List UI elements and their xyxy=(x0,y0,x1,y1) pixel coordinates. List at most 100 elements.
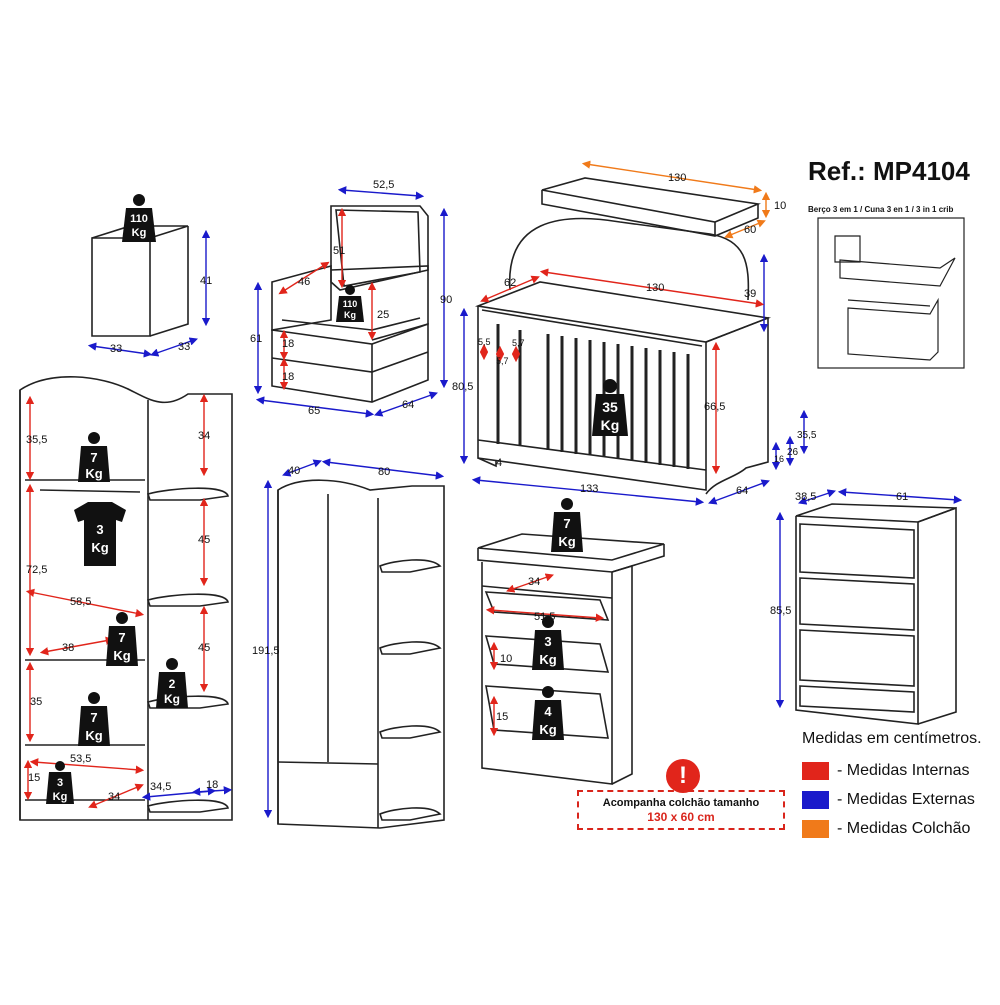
weight-tag-dresser-drawer2: 4 Kg xyxy=(532,686,564,740)
dim-nightstand-width: 33 xyxy=(110,343,122,355)
weight-tag-armchair: 110 Kg xyxy=(336,285,364,322)
weight-tag-nightstand: 110 Kg xyxy=(122,194,156,242)
dim-wardrobe-height: 191,5 xyxy=(252,645,280,657)
weight-tag-shelf-mid: 7 Kg xyxy=(106,612,138,666)
dim-shelf-35: 35 xyxy=(30,696,42,708)
svg-text:Kg: Kg xyxy=(132,227,147,239)
dim-chest-height: 85,5 xyxy=(770,605,791,617)
svg-text:Kg: Kg xyxy=(85,728,102,743)
dim-crib-bar-a: 5,5 xyxy=(478,337,491,347)
svg-text:Kg: Kg xyxy=(85,466,102,481)
svg-text:Kg: Kg xyxy=(344,310,356,320)
notice-line2: 130 x 60 cm xyxy=(647,810,715,824)
notice-line1: Acompanha colchão tamanho xyxy=(602,797,760,809)
dim-shelf-35-5: 35,5 xyxy=(26,434,47,446)
dim-dresser-34: 34 xyxy=(528,576,540,588)
svg-text:2: 2 xyxy=(169,677,176,691)
svg-text:Kg: Kg xyxy=(53,791,68,803)
svg-text:Kg: Kg xyxy=(558,534,575,549)
svg-text:7: 7 xyxy=(90,710,97,725)
dim-wardrobe-depth: 40 xyxy=(288,465,300,477)
weight-tag-dresser-drawer1: 3 Kg xyxy=(532,616,564,670)
dim-crib-leg: 4 xyxy=(496,457,502,469)
dim-chest-depth: 38,5 xyxy=(795,491,816,503)
svg-text:Kg: Kg xyxy=(539,722,556,737)
svg-text:Kg: Kg xyxy=(164,692,180,706)
dim-shelf-18: 18 xyxy=(206,779,218,791)
dim-dresser-10: 10 xyxy=(500,653,512,665)
svg-text:Kg: Kg xyxy=(539,652,556,667)
dim-crib-s3: 16 xyxy=(774,454,784,464)
chest-of-drawers-drawing xyxy=(795,503,957,725)
weight-tag-dresser-top: 7 Kg xyxy=(551,498,583,552)
dim-shelf-34b: 34 xyxy=(108,791,120,803)
svg-text:35: 35 xyxy=(602,399,618,415)
legend-item-internal: - Medidas Internas xyxy=(802,756,982,785)
nightstand-drawing xyxy=(91,225,189,337)
dim-mattress-length: 130 xyxy=(668,172,686,184)
legend: Medidas em centímetros. - Medidas Intern… xyxy=(802,730,982,843)
svg-text:7: 7 xyxy=(118,630,125,645)
dim-chair-top-width: 52,5 xyxy=(373,179,394,191)
dim-chair-height: 90 xyxy=(440,294,452,306)
weight-tags: 110 Kg 110 Kg 35 Kg 7 Kg 3 Kg xyxy=(46,194,628,804)
legend-swatch-blue xyxy=(802,790,829,809)
legend-item-external: - Medidas Externas xyxy=(802,785,982,814)
dim-crib-top: 39 xyxy=(744,288,756,300)
crib-caption: Berço 3 em 1 / Cuna 3 en 1 / 3 in 1 crib xyxy=(808,205,954,214)
svg-text:7: 7 xyxy=(90,450,97,465)
crib-conversion-inset xyxy=(817,217,965,369)
svg-text:110: 110 xyxy=(130,213,148,225)
dim-shelf-58-5: 58,5 xyxy=(70,596,91,608)
crib-drawing xyxy=(474,217,772,495)
dim-mattress-height: 10 xyxy=(774,200,786,212)
dim-shelf-34: 34 xyxy=(198,430,210,442)
mattress-notice: Acompanha colchão tamanho 130 x 60 cm xyxy=(577,790,785,830)
dim-shelf-34-5: 34,5 xyxy=(150,781,171,793)
weight-tag-shelf-low: 7 Kg xyxy=(78,692,110,746)
crib-slats xyxy=(496,324,690,469)
svg-text:Kg: Kg xyxy=(91,540,108,555)
dim-crib-bar-b: 5,7 xyxy=(496,356,509,366)
legend-label: - Medidas Colchão xyxy=(837,819,971,837)
dim-nightstand-height: 41 xyxy=(200,275,212,287)
shelf-wardrobe-drawing xyxy=(19,376,233,821)
dim-shelf-38: 38 xyxy=(62,642,74,654)
svg-text:110: 110 xyxy=(343,299,358,309)
legend-label: - Medidas Externas xyxy=(837,790,975,808)
legend-item-mattress: - Medidas Colchão xyxy=(802,814,982,843)
dim-chair-b: 18 xyxy=(282,371,294,383)
dim-shelf-45b: 45 xyxy=(198,642,210,654)
svg-text:3: 3 xyxy=(544,634,551,649)
dim-crib-s1: 35,5 xyxy=(797,430,817,441)
svg-text:Kg: Kg xyxy=(113,648,130,663)
legend-title: Medidas em centímetros. xyxy=(802,730,982,747)
exclamation-icon: ! xyxy=(666,759,700,793)
svg-text:Kg: Kg xyxy=(601,417,620,433)
dim-dresser-15: 15 xyxy=(496,711,508,723)
svg-text:7: 7 xyxy=(563,516,570,531)
dim-shelf-45a: 45 xyxy=(198,534,210,546)
weight-tag-hanger: 3 Kg xyxy=(74,502,126,566)
dim-chair-arm: 25 xyxy=(377,309,389,321)
svg-text:3: 3 xyxy=(96,522,103,537)
weight-tag-crib: 35 Kg xyxy=(592,379,628,436)
dim-crib-depth: 64 xyxy=(736,485,748,497)
svg-text:3: 3 xyxy=(57,777,63,789)
dim-crib-bar-c: 5,7 xyxy=(512,338,525,348)
dim-chair-side: 61 xyxy=(250,333,262,345)
wardrobe-drawing xyxy=(277,479,445,829)
dim-shelf-72-5: 72,5 xyxy=(26,564,47,576)
weight-tag-wardrobe-drawer: 3 Kg xyxy=(46,761,74,804)
legend-swatch-orange xyxy=(802,819,829,838)
svg-text:4: 4 xyxy=(544,704,552,719)
legend-label: - Medidas Internas xyxy=(837,761,970,779)
dim-crib-inner-width: 62 xyxy=(504,277,516,289)
dim-shelf-15: 15 xyxy=(28,772,40,784)
dim-crib-height: 80,5 xyxy=(452,381,473,393)
weight-tag-shelf-top: 7 Kg xyxy=(78,432,110,482)
dim-nightstand-depth: 33 xyxy=(178,341,190,353)
dim-chest-width: 61 xyxy=(896,491,908,503)
